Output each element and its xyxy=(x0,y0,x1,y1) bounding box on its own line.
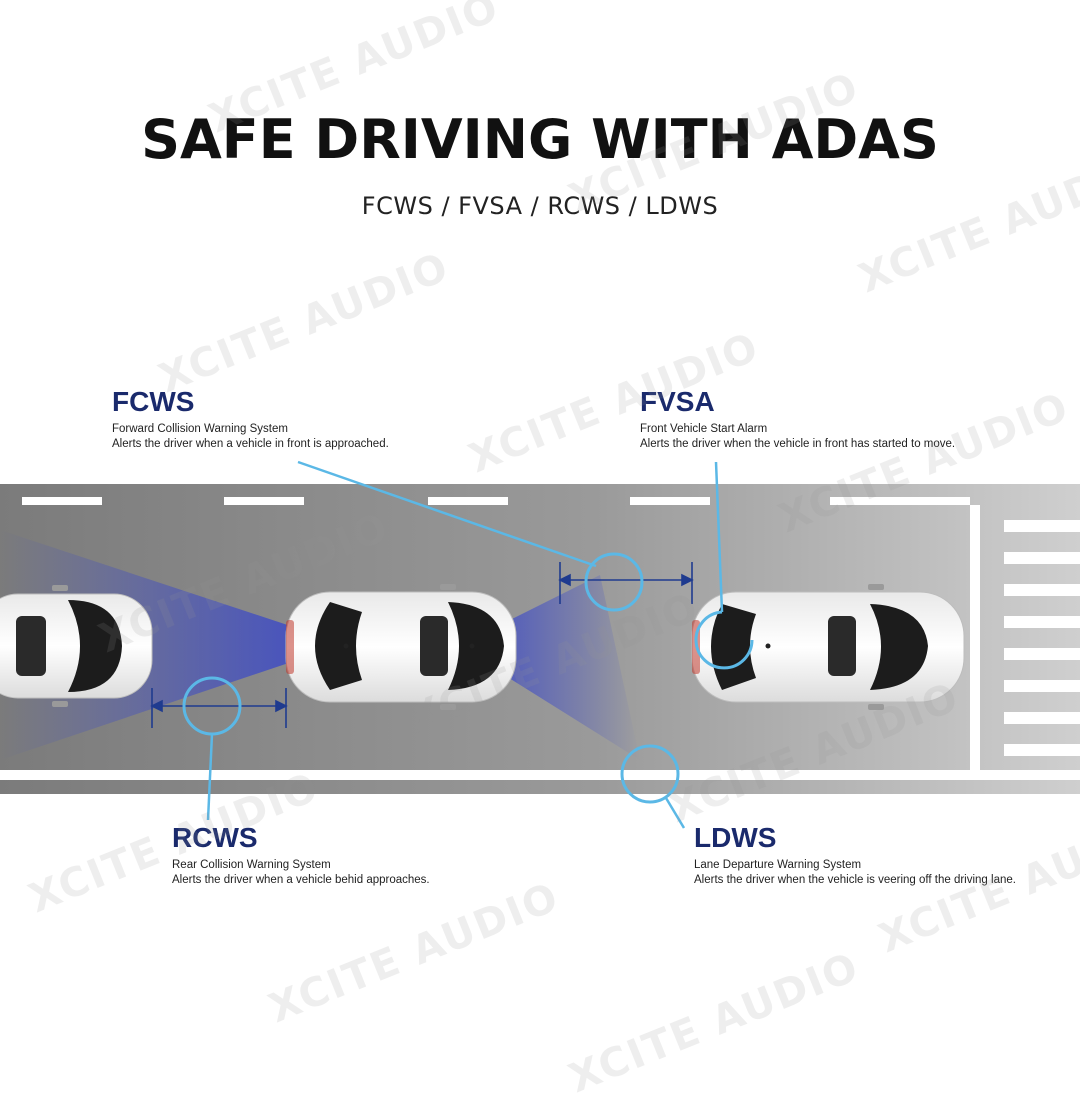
ldws-callout-circle xyxy=(620,744,680,804)
fcws-abbr: FCWS xyxy=(112,386,195,417)
fvsa-callout-circle xyxy=(694,610,754,670)
road-edge xyxy=(0,770,1080,780)
front-car xyxy=(691,584,965,710)
rcws-name: Rear Collision Warning System xyxy=(172,859,331,871)
front-distance-arrow xyxy=(558,562,694,604)
lane-dash xyxy=(22,497,102,505)
rcws-label: RCWS Rear Collision Warning System Alert… xyxy=(172,822,430,888)
fcws-desc: Alerts the driver when a vehicle in fron… xyxy=(112,438,389,450)
ldws-name: Lane Departure Warning System xyxy=(694,859,862,871)
lane-dash xyxy=(428,497,508,505)
rear-car xyxy=(0,585,153,707)
lane-dash xyxy=(630,497,710,505)
rear-sensor-beam xyxy=(0,530,345,760)
fvsa-label: FVSA Front Vehicle Start Alarm Alerts th… xyxy=(640,386,955,452)
rcws-desc: Alerts the driver when a vehicle behid a… xyxy=(172,874,430,886)
stop-line xyxy=(970,505,980,770)
page-title: SAFE DRIVING WITH ADAS xyxy=(141,108,939,171)
ldws-label: LDWS Lane Departure Warning System Alert… xyxy=(694,822,1016,888)
fvsa-abbr: FVSA xyxy=(640,386,715,417)
fcws-leader xyxy=(297,460,597,568)
lane-dash xyxy=(224,497,304,505)
fcws-callout-circle xyxy=(584,552,644,612)
front-sensor-beam xyxy=(458,575,640,760)
crosswalk xyxy=(1004,520,1080,756)
rcws-leader xyxy=(206,733,214,821)
lane-markings xyxy=(22,497,970,505)
fvsa-name: Front Vehicle Start Alarm xyxy=(640,423,768,435)
ldws-leader xyxy=(664,797,686,829)
fcws-label: FCWS Forward Collision Warning System Al… xyxy=(112,386,389,452)
fvsa-desc: Alerts the driver when the vehicle in fr… xyxy=(640,438,956,450)
ldws-desc: Alerts the driver when the vehicle is ve… xyxy=(694,874,1016,886)
page-subtitle: FCWS / FVSA / RCWS / LDWS xyxy=(361,192,719,220)
ldws-abbr: LDWS xyxy=(694,822,777,853)
lane-dash xyxy=(830,497,970,505)
rear-distance-arrow xyxy=(150,688,288,728)
fvsa-leader xyxy=(714,461,724,613)
rcws-abbr: RCWS xyxy=(172,822,258,853)
fcws-name: Forward Collision Warning System xyxy=(112,423,288,435)
ego-car xyxy=(285,584,517,710)
callouts xyxy=(182,460,754,829)
